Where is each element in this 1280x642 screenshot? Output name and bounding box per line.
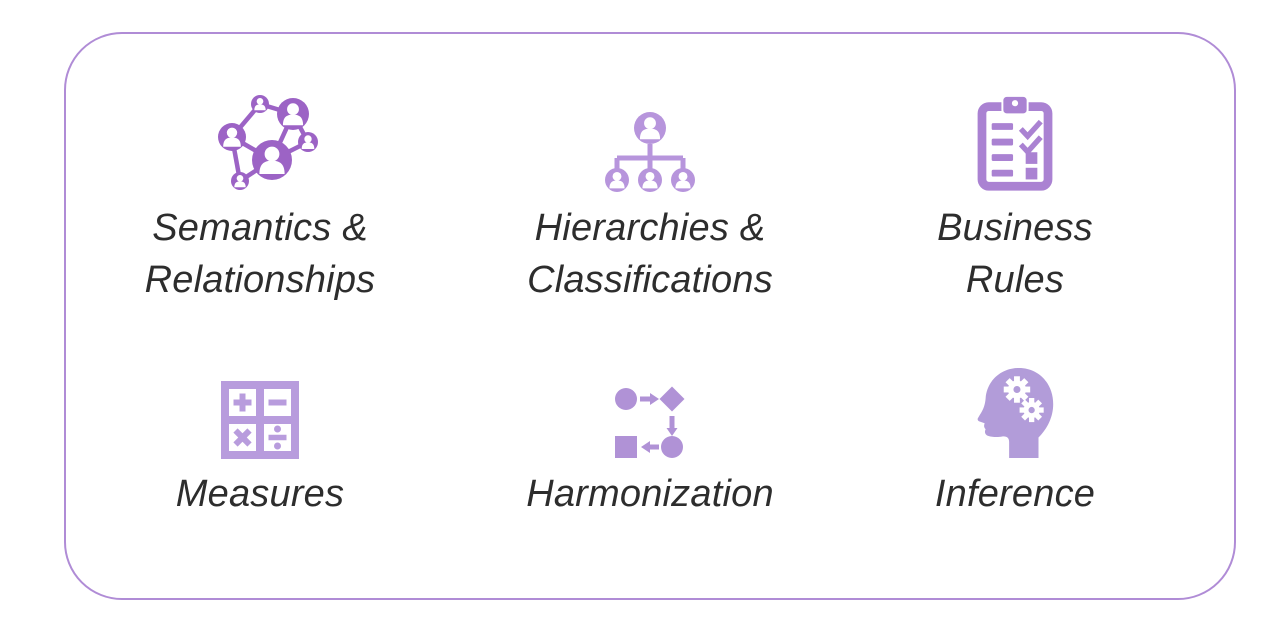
- feature-hierarchies-classifications: Hierarchies & Classifications: [460, 80, 840, 307]
- feature-label: Semantics & Relationships: [144, 207, 376, 302]
- feature-measures: Measures: [70, 364, 450, 520]
- org-chart-icon: [605, 112, 695, 192]
- feature-label: Inference: [934, 473, 1096, 515]
- flow-shapes-icon: [615, 386, 685, 458]
- feature-label: Measures: [175, 473, 345, 515]
- features-panel: [64, 32, 1236, 600]
- feature-harmonization: Harmonization: [460, 364, 840, 520]
- feature-label: Harmonization: [526, 473, 774, 515]
- feature-semantics-relationships: Semantics & Relationships: [70, 80, 450, 307]
- feature-business-rules: Business Rules: [825, 80, 1205, 307]
- feature-label: Hierarchies & Classifications: [527, 207, 773, 302]
- calculator-icon: [221, 381, 299, 459]
- clipboard-checklist-icon: [977, 94, 1053, 191]
- network-people-icon: [218, 95, 318, 190]
- feature-inference: Inference: [825, 364, 1205, 520]
- feature-label: Business Rules: [937, 207, 1093, 302]
- head-gears-icon: [977, 367, 1054, 459]
